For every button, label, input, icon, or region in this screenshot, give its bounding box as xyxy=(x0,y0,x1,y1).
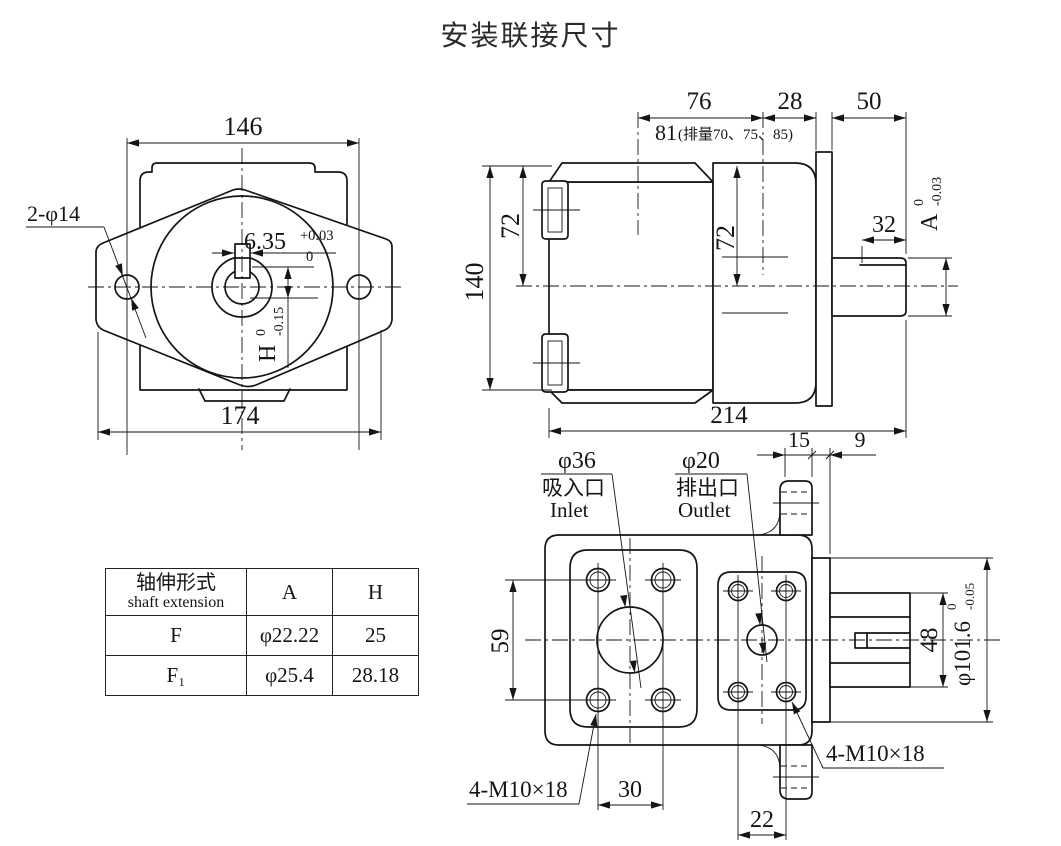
dim-76-label: 76 xyxy=(687,88,712,115)
outlet-en-label: Outlet xyxy=(678,498,731,522)
inlet-en-label: Inlet xyxy=(550,498,589,522)
spigot-dim-tol-upper: 0 xyxy=(944,604,959,611)
shaft-dim-value: A xyxy=(917,213,943,231)
row-f-type: F xyxy=(105,615,247,656)
spigot-dim-tol-lower: -0.05 xyxy=(962,583,977,610)
table-header-a: A xyxy=(246,568,333,616)
dim-28-label: 28 xyxy=(778,88,803,115)
dim-22-label: 22 xyxy=(750,807,774,833)
keyway-width-tol-lower: 0 xyxy=(306,249,313,265)
shaft-dim-tol-upper: 0 xyxy=(912,199,927,206)
table-header-shaft-en: shaft extension xyxy=(127,594,225,611)
row-f1-h: 28.18 xyxy=(332,655,419,696)
bolt-callout-left-label: 4-M10×18 xyxy=(469,777,568,802)
dim-72-right-label: 72 xyxy=(711,225,740,251)
keyway-height-tol-lower: -0.15 xyxy=(272,307,287,336)
bolt-callout-right-label: 4-M10×18 xyxy=(826,741,925,766)
keyway-height-tol-upper: 0 xyxy=(254,329,269,336)
dim-72-left-label: 72 xyxy=(496,213,525,239)
dim-140-label: 140 xyxy=(460,263,489,302)
row-f-h: 25 xyxy=(332,615,419,656)
dim-174-label: 174 xyxy=(221,401,260,430)
dim-146-label: 146 xyxy=(224,112,263,141)
inlet-diameter-label: φ36 xyxy=(558,448,596,474)
page-title: 安装联接尺寸 xyxy=(440,20,621,51)
table-header-h: H xyxy=(332,568,419,616)
dim-32-label: 32 xyxy=(872,212,896,238)
table-row: F₁ φ25.4 28.18 xyxy=(105,655,419,696)
row-f1-type: F₁ xyxy=(105,655,247,696)
table-row: F φ22.22 25 xyxy=(105,615,419,656)
dim-48-label: 48 xyxy=(916,628,943,653)
table-header-shaft: 轴伸形式 shaft extension xyxy=(105,568,247,616)
dim-9-label: 9 xyxy=(855,427,866,452)
rear-view: 15 9 48 φ101.6 0 -0.05 59 xyxy=(467,427,1000,840)
side-view: 76 28 50 81 (排量70、75、85) 140 72 72 xyxy=(460,88,958,438)
inlet-cn-label: 吸入口 xyxy=(542,476,605,500)
table-header-shaft-cn: 轴伸形式 xyxy=(136,572,216,594)
shaft-extension-table: 轴伸形式 shaft extension A H F φ22.22 25 F₁ … xyxy=(105,568,419,696)
row-f1-a: φ25.4 xyxy=(246,655,333,696)
dim-15-label: 15 xyxy=(788,427,810,452)
dim-214-label: 214 xyxy=(710,402,748,429)
keyway-width-value: 6.35 xyxy=(244,229,286,255)
note-81-label: 81 xyxy=(655,120,677,145)
hole-callout-label: 2-φ14 xyxy=(27,201,80,226)
front-view: 146 174 2-φ14 6.35 +0.03 0 H xyxy=(26,112,402,455)
shaft-dim-tol-lower: -0.03 xyxy=(930,177,945,206)
keyway-width-tol-upper: +0.03 xyxy=(300,228,334,244)
table-header-row: 轴伸形式 shaft extension A H xyxy=(105,568,419,616)
dim-30-label: 30 xyxy=(618,777,642,803)
spigot-dim-value: φ101.6 xyxy=(950,621,975,686)
note-81-detail-label: (排量70、75、85) xyxy=(678,126,793,143)
keyway-height-value: H xyxy=(255,345,281,362)
dim-59-label: 59 xyxy=(487,629,514,654)
dim-50-label: 50 xyxy=(857,88,882,115)
row-f-a: φ22.22 xyxy=(246,615,333,656)
outlet-cn-label: 排出口 xyxy=(676,476,739,500)
outlet-diameter-label: φ20 xyxy=(682,448,720,474)
